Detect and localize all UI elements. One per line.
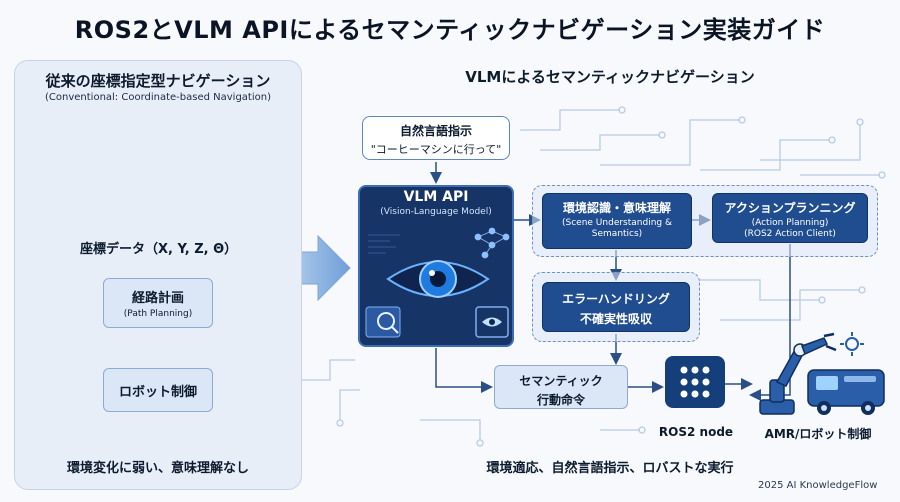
- robot-control-box: ロボット制御: [103, 368, 213, 412]
- conventional-subtitle: (Conventional: Coordinate-based Navigati…: [45, 92, 271, 103]
- vlm-footer: 環境適応、自然言語指示、ロバストな実行: [486, 461, 734, 476]
- path-planning-title: 経路計画: [131, 291, 184, 306]
- action-planning-title: アクションプランニング: [724, 201, 856, 215]
- coordinate-data-label: 座標データ（X, Y, Z, Θ）: [80, 242, 238, 257]
- vlm-illustration: [365, 227, 510, 338]
- path-planning-box: 経路計画 (Path Planning): [103, 278, 213, 328]
- error-handling-title: エラーハンドリング: [562, 292, 670, 306]
- magnifier-icon: [365, 306, 401, 338]
- conventional-title: 従来の座標指定型ナビゲーション: [45, 72, 271, 90]
- semantic-command-box: セマンティック 行動命令: [494, 365, 628, 409]
- conventional-panel: [14, 60, 302, 490]
- robot-arm-icon: [759, 332, 837, 415]
- vlm-api-card: [358, 185, 514, 347]
- uncertainty-absorption-label: 不確実性吸収: [579, 312, 652, 326]
- ros-node-label: ROS2 node: [658, 425, 734, 439]
- vlm-api-title: VLM API: [403, 189, 469, 205]
- action-planning-box: アクションプランニング (Action Planning) (ROS2 Acti…: [712, 193, 868, 243]
- ros-dots: [680, 366, 710, 398]
- eye-icon: [386, 260, 490, 298]
- semantic-command-line1: セマンティック: [519, 374, 603, 388]
- action-planning-subtitle-1: (Action Planning): [751, 218, 829, 228]
- vlm-api-subtitle: (Vision-Language Model): [380, 207, 492, 217]
- gear-icon: [840, 332, 864, 356]
- circuit-decoration: [294, 106, 886, 447]
- page-title: ROS2とVLM APIによるセマンティックナビゲーション実装ガイド: [74, 16, 826, 44]
- scene-understanding-subtitle-1: (Scene Understanding &: [562, 218, 672, 228]
- semantic-command-line2: 行動命令: [536, 393, 585, 407]
- camera-eye-icon: [475, 306, 509, 338]
- neural-network-icon: [474, 227, 510, 259]
- path-planning-subtitle: (Path Planning): [123, 309, 193, 319]
- amr-vehicle-icon: [807, 369, 885, 415]
- amr-robot-illustration: [759, 332, 885, 415]
- scene-understanding-title: 環境認識・意味理解: [562, 201, 671, 215]
- amr-robot-control-label: AMR/ロボット制御: [764, 427, 872, 441]
- error-handling-box: エラーハンドリング 不確実性吸収: [542, 282, 690, 332]
- action-planning-subtitle-2: (ROS2 Action Client): [744, 229, 836, 239]
- vlm-navigation-title: VLMによるセマンティックナビゲーション: [465, 68, 755, 86]
- scene-understanding-subtitle-2: Semantics): [591, 229, 643, 239]
- instruction-title: 自然言語指示: [399, 124, 472, 138]
- instruction-text: "コーヒーマシンに行って": [370, 143, 502, 156]
- credit-text: 2025 AI KnowledgeFlow: [758, 480, 878, 491]
- ros-node-icon: [665, 356, 725, 408]
- conventional-footer: 環境変化に弱い、意味理解なし: [66, 461, 249, 476]
- scene-understanding-box: 環境認識・意味理解 (Scene Understanding & Semanti…: [542, 193, 692, 249]
- instruction-bubble: 自然言語指示 "コーヒーマシンに行って": [362, 116, 510, 160]
